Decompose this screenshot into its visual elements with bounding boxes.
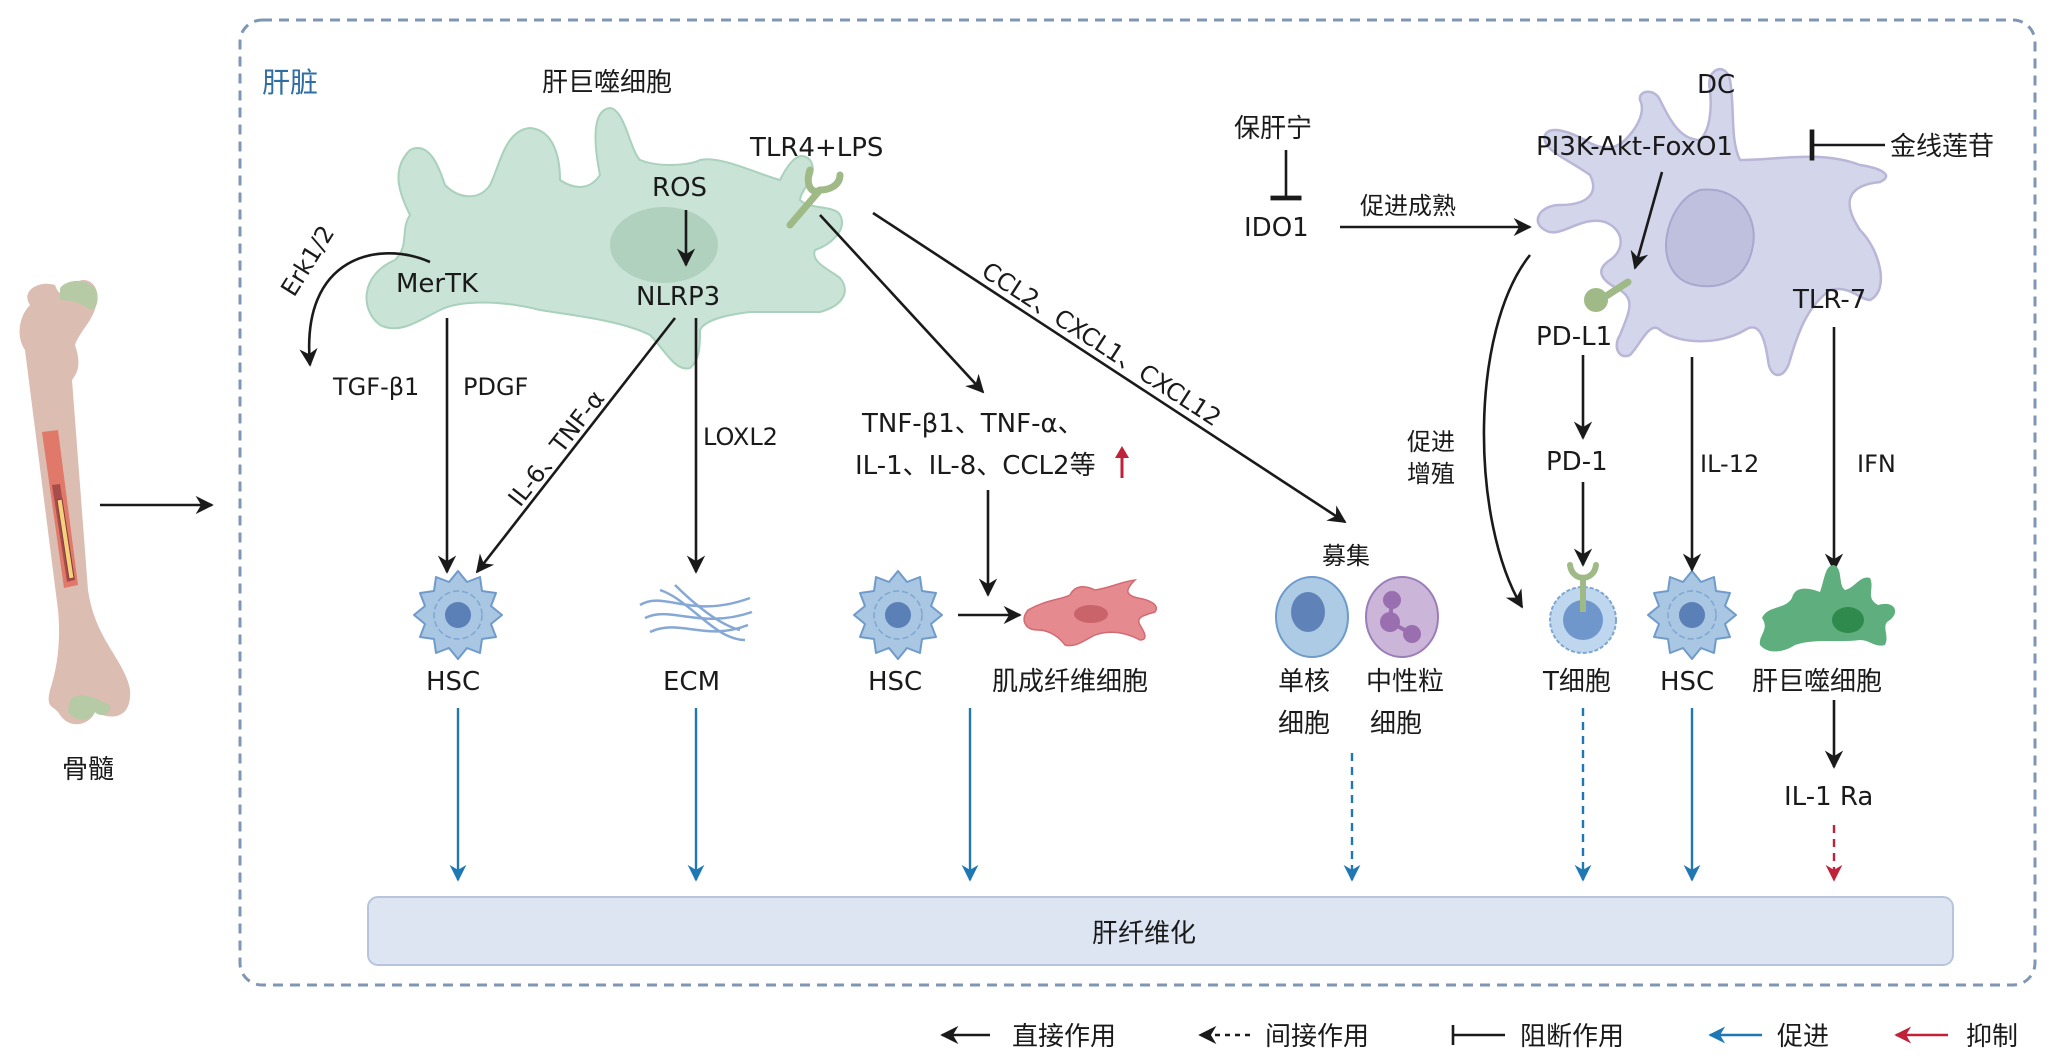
dc-label: DC: [1697, 70, 1735, 100]
pdgf-label: PDGF: [463, 373, 528, 401]
fibrosis-bar: [367, 896, 1954, 966]
il1ra-label: IL-1 Ra: [1784, 782, 1873, 812]
prolif-label-2: 增殖: [1407, 460, 1455, 488]
arrow-pi3k-pdl1: [1630, 171, 1664, 270]
ros-label: ROS: [652, 173, 707, 203]
pd1-label: PD-1: [1546, 447, 1608, 477]
monocyte-label-2: 细胞: [1278, 709, 1330, 739]
bone-icon: [19, 280, 131, 725]
myofibroblast-icon: [1023, 578, 1157, 647]
tlr7-label: TLR-7: [1792, 285, 1866, 315]
neutrophil-label-2: 细胞: [1370, 709, 1422, 739]
arrow-nlrp3-hsc: [475, 317, 677, 574]
erk-label: Erk1/2: [275, 221, 340, 302]
hsc-label: HSC: [868, 667, 922, 697]
ecm-fiber-icon: [639, 584, 753, 642]
legend-promote-label: 促进: [1777, 1022, 1829, 1052]
monocyte-label-1: 单核: [1278, 667, 1330, 697]
mature-label: 促进成熟: [1360, 192, 1456, 220]
macrophage-label: 肝巨噬细胞: [1752, 667, 1882, 697]
monocyte-icon: [1275, 576, 1349, 658]
arrow-tlr4-recruit: [872, 211, 1347, 524]
neutrophil-icon: [1365, 576, 1439, 658]
legend-indirect-label: 间接作用: [1265, 1022, 1369, 1052]
drug-top-label: 保肝宁: [1234, 114, 1312, 144]
fibroblast-label: 肌成纤维细胞: [992, 667, 1148, 697]
fibrosis-label: 肝纤维化: [1092, 919, 1196, 949]
mertk-label: MerTK: [396, 269, 479, 299]
t-cell-icon: [1549, 562, 1617, 654]
arrow-erk: [299, 252, 431, 367]
pi3k-label: PI3K-Akt-FoxO1: [1536, 132, 1733, 162]
hsc-icon: [853, 570, 943, 660]
ecm-label: ECM: [663, 667, 720, 697]
arrow-tlr4-cytokines: [819, 214, 985, 394]
pd-l1-receptor-icon: [1584, 278, 1632, 312]
bone-marrow-label: 骨髓: [62, 755, 114, 785]
nlrp3-label: NLRP3: [636, 282, 720, 312]
liver-frame: [238, 18, 2037, 987]
hsc-icon: [413, 570, 503, 660]
il12-label: IL-12: [1700, 450, 1759, 478]
recruit-label: 募集: [1322, 542, 1370, 570]
prolif-label-1: 促进: [1407, 428, 1455, 456]
il6-label: IL-6、TNF-α: [503, 385, 611, 512]
legend-inhibit-label: 抑制: [1966, 1022, 2018, 1052]
loxl2-label: LOXL2: [703, 423, 778, 451]
legend-block-label: 阻断作用: [1520, 1022, 1624, 1052]
dendritic-cell-icon: [1536, 67, 1888, 377]
hsc-label: HSC: [1660, 667, 1714, 697]
cytokines-line1: TNF-β1、TNF-α、: [861, 409, 1084, 439]
tgf-label: TGF-β1: [332, 373, 419, 401]
liver-label: 肝脏: [262, 66, 318, 99]
drug-right-label: 金线莲苷: [1890, 132, 1994, 162]
tlr4-lps-label: TLR4+LPS: [749, 133, 883, 163]
legend-direct-label: 直接作用: [1012, 1022, 1116, 1052]
legend: 直接作用 间接作用 阻断作用 促进 抑制: [940, 1022, 2018, 1052]
ifn-label: IFN: [1857, 450, 1896, 478]
chemokines-label: CCL2、CXCL1、CXCL12: [977, 257, 1226, 433]
arrow-dc-tcell: [1482, 254, 1532, 609]
hsc-icon: [1647, 570, 1737, 660]
t-cell-label: T细胞: [1542, 667, 1611, 697]
cytokines-line2: IL-1、IL-8、CCL2等: [855, 451, 1096, 481]
neutrophil-label-1: 中性粒: [1366, 667, 1444, 697]
pd-l1-label: PD-L1: [1536, 322, 1612, 352]
ido1-label: IDO1: [1244, 213, 1309, 243]
up-arrow-icon: [1115, 446, 1129, 478]
hsc-label: HSC: [426, 667, 480, 697]
kupffer-title: 肝巨噬细胞: [542, 68, 672, 98]
macrophage-icon: [1759, 565, 1896, 652]
